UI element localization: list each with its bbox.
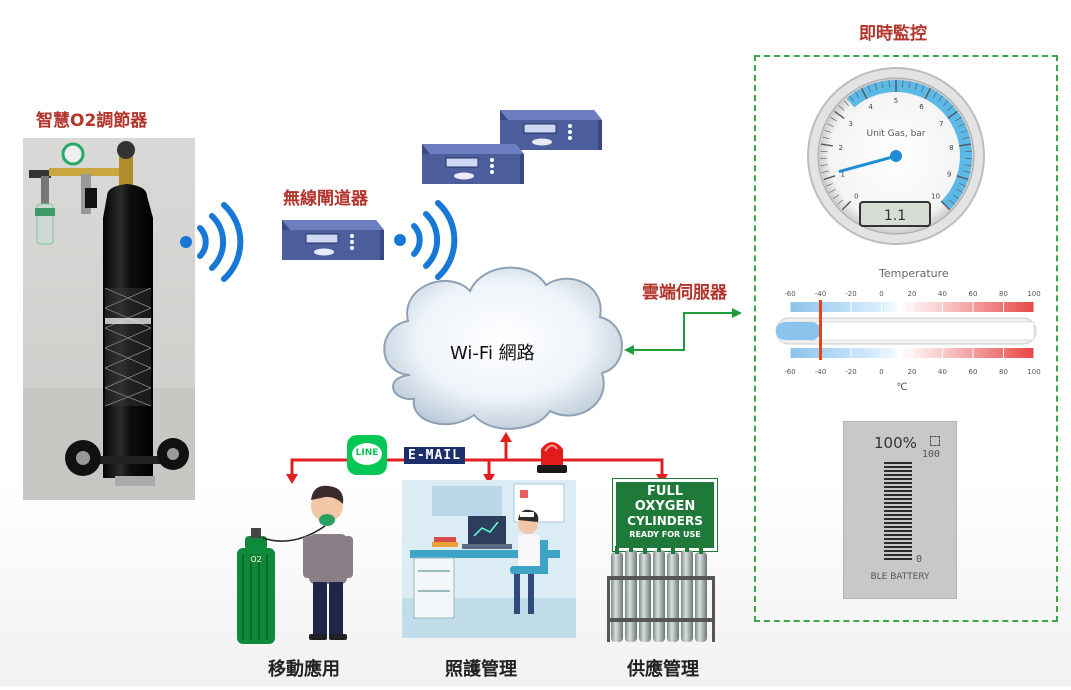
supply-management-caption: 供應管理: [627, 655, 699, 681]
battery-bar: [884, 470, 912, 472]
battery-bar: [884, 494, 912, 496]
thermo-tick-label: 0: [879, 290, 883, 298]
battery-bar: [884, 546, 912, 548]
sign-line1: FULL: [616, 484, 714, 499]
gateway-device-front: [412, 136, 530, 194]
gauge-tick-label: 9: [947, 170, 951, 178]
thermo-tick-label: 40: [938, 368, 947, 376]
thermometer-unit: ℃: [896, 382, 907, 393]
battery-percent: 100%: [874, 434, 917, 452]
thermo-tick-label: 20: [908, 290, 917, 298]
thermo-tick-label: 100: [1027, 368, 1040, 376]
thermo-tick-label: 80: [999, 368, 1008, 376]
thermo-tick-label: -60: [784, 368, 795, 376]
mobile-app-caption: 移動應用: [268, 655, 340, 681]
gauge-tick-label: 7: [939, 120, 943, 128]
email-badge: E-MAIL: [404, 447, 465, 464]
thermo-tick-label: -20: [845, 368, 856, 376]
thermo-tick-label: -20: [845, 290, 856, 298]
thermo-tick-label: -40: [815, 290, 826, 298]
supply-sign: FULL OXYGEN CYLINDERS READY FOR USE: [613, 479, 717, 551]
battery-bar: [884, 482, 912, 484]
wifi-signal-icon: [176, 202, 256, 282]
battery-bar: [884, 558, 912, 560]
battery-bar: [884, 550, 912, 552]
realtime-monitor-title: 即時監控: [859, 19, 927, 44]
thermo-tick-label: 60: [969, 368, 978, 376]
battery-bar: [884, 498, 912, 500]
battery-bar: [884, 510, 912, 512]
gauge-tick-label: 6: [919, 103, 924, 111]
battery-bar: [884, 530, 912, 532]
thermo-tick-label: 60: [969, 290, 978, 298]
thermo-tick-label: 100: [1027, 290, 1040, 298]
battery-label: BLE BATTERY: [844, 572, 956, 582]
thermo-tick-label: 0: [879, 368, 883, 376]
gauge-tick-label: 8: [949, 144, 953, 152]
temperature-title: Temperature: [879, 267, 949, 280]
battery-level-bars: [884, 462, 912, 562]
battery-zero-value: 0: [916, 554, 922, 565]
thermo-tick-label: -40: [815, 368, 826, 376]
battery-bar: [884, 534, 912, 536]
care-management-caption: 照護管理: [445, 655, 517, 681]
gauge-tick-label: 3: [848, 120, 852, 128]
wireless-gateway-title: 無線閘道器: [283, 184, 368, 209]
gauge-tick-label: 5: [894, 97, 898, 105]
sign-line3: CYLINDERS: [616, 514, 714, 529]
battery-bar: [884, 522, 912, 524]
thermo-tick-label: 20: [908, 368, 917, 376]
thermo-tick-label: -60: [784, 290, 795, 298]
thermometer-widget: -60 -40 -20 0 20 40 60 80 100 -60 -40 -20 0 20 40 60 80…: [772, 284, 1044, 396]
battery-bar: [884, 518, 912, 520]
battery-bar: [884, 466, 912, 468]
mobile-patient-illustration: O2: [233, 480, 363, 648]
battery-corner-icon: [930, 436, 940, 446]
wifi-network-label: Wi-Fi 網路: [450, 339, 535, 365]
thermo-tick-label: 40: [938, 290, 947, 298]
battery-max-value: 100: [922, 449, 940, 460]
battery-bar: [884, 542, 912, 544]
battery-bar: [884, 538, 912, 540]
gauge-tick-label: 4: [868, 103, 873, 111]
gauge-tick-label: 10: [931, 193, 940, 201]
gauge-unit-label: Unit Gas, bar: [866, 129, 925, 139]
battery-bar: [884, 526, 912, 528]
battery-bar: [884, 490, 912, 492]
line-app-icon: LINE: [347, 435, 387, 475]
gauge-digital-reading: 1.1: [884, 208, 906, 224]
gauge-tick-label: 0: [854, 193, 858, 201]
sign-line4: READY FOR USE: [616, 529, 714, 540]
line-label: LINE: [347, 448, 387, 458]
smart-regulator-title: 智慧O2調節器: [36, 106, 147, 131]
battery-bar: [884, 514, 912, 516]
ble-battery-widget: 100% 100 0 BLE BATTERY: [843, 421, 957, 599]
cloud-server-title: 雲端伺服器: [642, 278, 727, 303]
o2-cylinder-label: O2: [250, 555, 261, 564]
care-management-illustration: [402, 480, 576, 638]
battery-bar: [884, 462, 912, 464]
battery-bar: [884, 486, 912, 488]
battery-bar: [884, 478, 912, 480]
battery-bar: [884, 506, 912, 508]
battery-bar: [884, 502, 912, 504]
oxygen-cylinder-photo: [23, 138, 195, 500]
battery-bar: [884, 474, 912, 476]
thermo-tick-label: 80: [999, 290, 1008, 298]
oxygen-cylinder-rack-illustration: [607, 546, 719, 648]
gauge-tick-label: 2: [838, 144, 842, 152]
alarm-light-icon: [533, 435, 571, 475]
sign-line2: OXYGEN: [616, 499, 714, 514]
battery-bar: [884, 554, 912, 556]
